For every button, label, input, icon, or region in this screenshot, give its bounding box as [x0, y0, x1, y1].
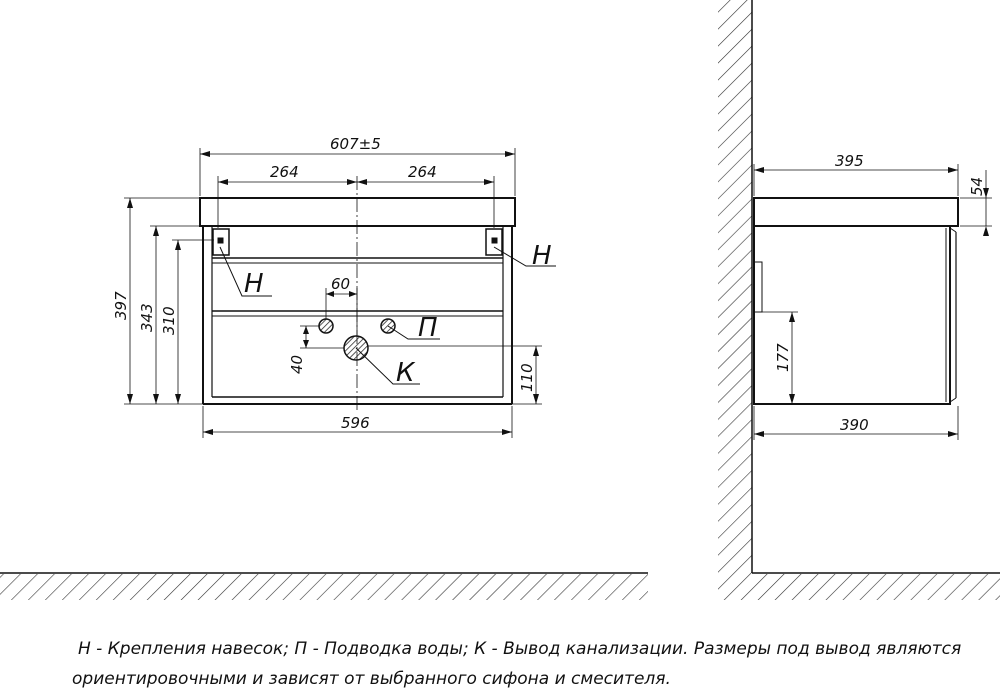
side-floor [752, 572, 1000, 600]
side-view [753, 164, 992, 440]
dim-top-thickness: 54 [968, 177, 986, 196]
legend-line-2: ориентировочными и зависят от выбранного… [72, 669, 671, 689]
dimension-arrows [127, 151, 539, 435]
dim-height-body: 310 [160, 306, 178, 335]
dim-drain-height: 110 [518, 363, 536, 392]
side-dimension-arrows [754, 167, 989, 437]
countertop-front [199, 197, 516, 227]
dim-overall-width: 607±5 [330, 135, 381, 153]
dim-right-mount-offset: 264 [408, 163, 437, 181]
dim-body-depth: 390 [840, 416, 869, 434]
water-pipe-left [318, 318, 334, 334]
dim-body-width: 596 [341, 414, 370, 432]
front-view [124, 148, 556, 438]
dim-left-mount-offset: 264 [270, 163, 299, 181]
dim-inner-height: 177 [774, 343, 792, 372]
label-drain: К [396, 358, 416, 388]
label-mount-right: Н [532, 241, 552, 271]
dim-pipe-height: 40 [288, 355, 306, 374]
dim-height-mid: 343 [138, 303, 156, 332]
cabinet-side [753, 225, 951, 405]
legend-line-1: Н - Крепления навесок; П - Подводка воды… [78, 639, 962, 659]
dim-height-total: 397 [112, 291, 130, 320]
countertop-side [753, 197, 959, 227]
dim-pipe-spacing: 60 [331, 275, 350, 293]
mount-left [212, 228, 230, 256]
wall [718, 0, 753, 600]
label-water-supply: П [418, 313, 438, 343]
floor [0, 572, 648, 600]
dim-top-depth: 395 [835, 152, 864, 170]
mount-right [485, 228, 503, 256]
label-mount-left: Н [244, 269, 264, 299]
